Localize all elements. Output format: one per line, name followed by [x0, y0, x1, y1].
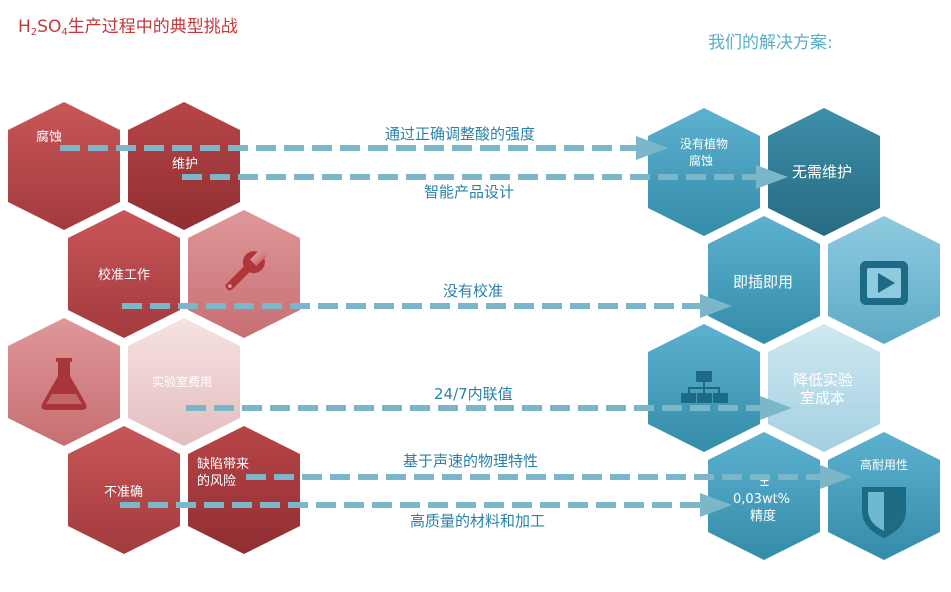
arrow-label-quality-materials: 高质量的材料和加工 — [410, 512, 545, 530]
hex-label-lower-lab-cost-line1: 降低实验 — [793, 371, 853, 389]
flask-icon — [41, 358, 87, 410]
hex-label-no-plant-corrosion-line2: 腐蚀 — [689, 153, 713, 168]
hex-label-calibration: 校准工作 — [98, 267, 150, 283]
hex-label-defect-line2: 的风险 — [197, 473, 236, 489]
shield-icon — [862, 487, 906, 538]
hex-label-maintenance: 维护 — [172, 157, 198, 172]
hex-play — [828, 216, 940, 344]
hex-corrosion: 腐蚀 — [8, 102, 120, 230]
hex-maintenance: 维护 — [128, 102, 240, 230]
play-icon — [860, 261, 908, 305]
hex-plug-and-play: 即插即用 — [708, 216, 820, 344]
arrow-label-smart-design: 智能产品设计 — [424, 183, 514, 201]
solutions-title: 我们的解决方案: — [708, 33, 833, 53]
hex-label-no-maintenance: 无需维护 — [792, 163, 852, 181]
arrow-no-calibration — [122, 294, 732, 318]
arrow-smart-design — [182, 165, 788, 189]
hex-label-lab-cost: 实验室费用 — [152, 374, 212, 389]
hex-no-plant-corrosion: 没有植物 腐蚀 — [648, 108, 760, 236]
wrench-icon — [225, 249, 267, 291]
arrow-label-sound-velocity: 基于声速的物理特性 — [403, 452, 538, 470]
hex-flask — [8, 318, 120, 446]
arrow-label-inline-value: 24/7内联值 — [434, 385, 513, 403]
hex-wrench — [188, 210, 300, 338]
hex-label-accuracy-line3: 精度 — [750, 508, 776, 524]
hex-label-defect-line1: 缺陷带来 — [197, 457, 249, 472]
hex-label-inaccurate: 不准确 — [104, 485, 143, 500]
hex-lab-cost: 实验室费用 — [128, 318, 240, 446]
hex-high-durability: 高耐用性 — [828, 432, 940, 560]
arrow-sound-velocity — [246, 465, 852, 489]
hex-lower-lab-cost: 降低实验 室成本 — [768, 324, 880, 452]
hex-accuracy: ± 0,03wt% 精度 — [708, 432, 820, 560]
challenges-title: H2SO4生产过程中的典型挑战 — [18, 17, 238, 38]
hex-label-plug-and-play: 即插即用 — [733, 273, 793, 291]
hex-calibration: 校准工作 — [68, 210, 180, 338]
hex-label-corrosion: 腐蚀 — [36, 130, 62, 145]
hex-inaccurate: 不准确 — [68, 426, 180, 554]
hex-label-accuracy-line2: 0,03wt% — [733, 492, 790, 507]
arrow-inline-value — [186, 396, 792, 420]
hex-label-accuracy-line1: ± — [759, 475, 770, 490]
hex-network — [648, 324, 760, 452]
arrow-label-no-calibration: 没有校准 — [443, 282, 503, 300]
arrow-label-acid-strength: 通过正确调整酸的强度 — [385, 125, 535, 143]
hex-label-high-durability: 高耐用性 — [860, 457, 908, 472]
hex-label-lower-lab-cost-line2: 室成本 — [800, 389, 845, 407]
arrow-quality-materials — [120, 493, 732, 517]
hex-defect-risk: 缺陷带来 的风险 — [188, 426, 300, 554]
hex-label-no-plant-corrosion-line1: 没有植物 — [680, 136, 728, 151]
network-icon — [681, 371, 728, 403]
arrow-acid-strength — [60, 136, 668, 160]
hex-no-maintenance: 无需维护 — [768, 108, 880, 236]
